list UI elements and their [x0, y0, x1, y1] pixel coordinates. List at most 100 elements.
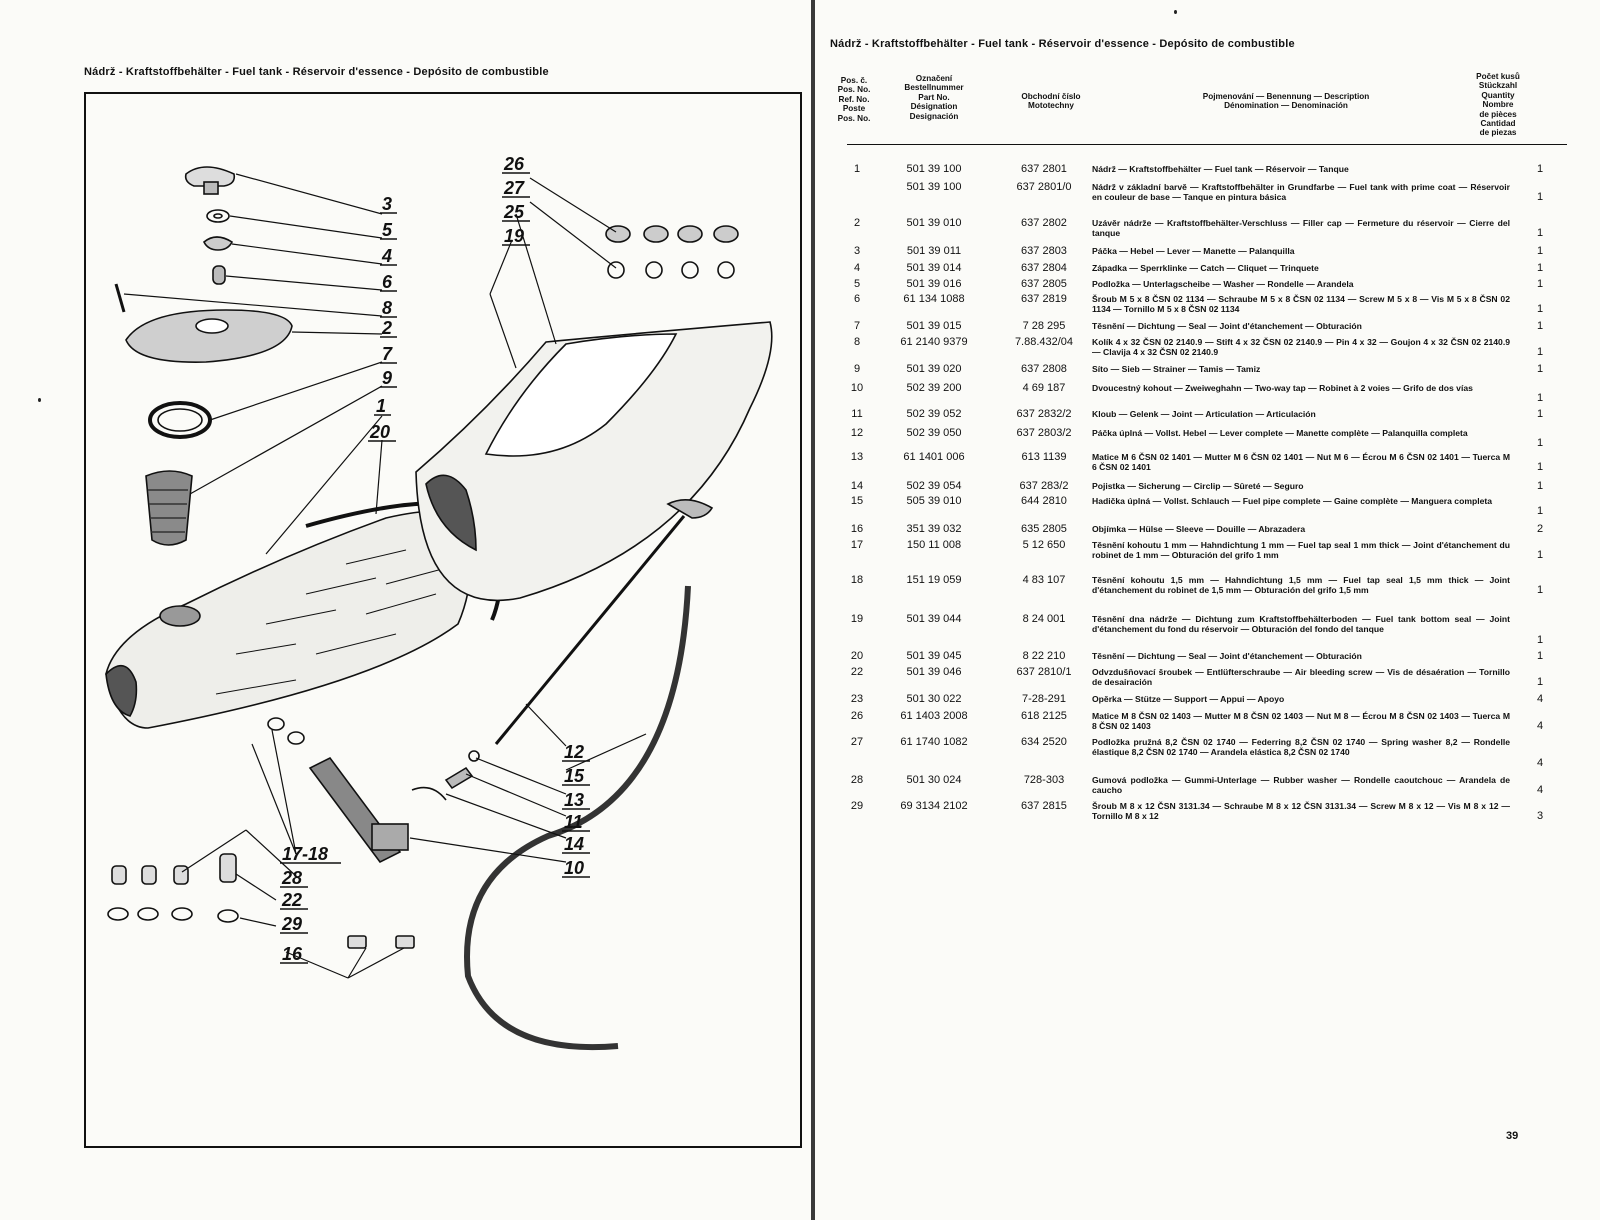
row-trade-no: 637 2803: [1021, 245, 1067, 257]
scan-speck: [1174, 10, 1177, 14]
row-trade-no: 4 69 187: [1022, 382, 1066, 394]
row-description: Odvzdušňovací šroubek — Entlüfterschraub…: [1092, 667, 1510, 688]
page-number: 39: [1506, 1130, 1519, 1142]
part-fuel-pipe: [464, 585, 691, 1051]
row-part-no: 61 1403 2008: [900, 710, 968, 722]
callout-22: 22: [281, 890, 302, 910]
part-tank-bottom: [415, 321, 773, 602]
row-quantity: 1: [1536, 363, 1544, 375]
row-description: Šroub M 5 x 8 ČSN 02 1134 — Schraube M 5…: [1092, 294, 1510, 315]
part-screws-row: [111, 853, 237, 885]
row-trade-no: 637 2803/2: [1016, 427, 1072, 439]
callout-16: 16: [282, 944, 303, 964]
row-description: Těsnění dna nádrže — Dichtung zum Krafts…: [1092, 614, 1510, 635]
callout-4: 4: [381, 246, 392, 266]
row-quantity: 1: [1536, 191, 1544, 204]
callout-1: 1: [376, 396, 386, 416]
row-part-no: 501 39 100: [906, 181, 962, 193]
row-description: Uzávěr nádrže — Kraftstoffbehälter-Versc…: [1092, 218, 1510, 239]
row-description: Gumová podložka — Gummi-Unterlage — Rubb…: [1092, 775, 1510, 796]
callout-11: 11: [564, 812, 583, 832]
row-part-no: 61 1740 1082: [900, 736, 968, 748]
row-description: Objímka — Hülse — Sleeve — Douille — Abr…: [1092, 524, 1306, 534]
row-pos: 9: [853, 363, 861, 375]
header-part-no: Označení Bestellnummer Part No. Désignat…: [904, 74, 964, 121]
part-pin-8: [114, 283, 126, 313]
part-seal-18: [287, 731, 305, 745]
row-part-no: 151 19 059: [906, 574, 962, 586]
left-page: Nádrž - Kraftstoffbehälter - Fuel tank -…: [84, 66, 802, 1148]
row-part-no: 502 39 200: [906, 382, 962, 394]
row-part-no: 501 39 100: [906, 163, 962, 175]
row-description: Těsnění kohoutu 1,5 mm — Hahndichtung 1,…: [1092, 575, 1510, 596]
row-part-no: 501 30 022: [906, 693, 962, 705]
row-part-no: 501 39 044: [906, 613, 962, 625]
row-quantity: 4: [1536, 693, 1544, 705]
row-pos: 2: [853, 217, 861, 229]
row-description: Páčka — Hebel — Lever — Manette — Palanq…: [1092, 246, 1295, 256]
row-quantity: 1: [1536, 549, 1544, 562]
row-pos: 28: [850, 774, 864, 786]
header-description: Pojmenování — Benennung — Description Dé…: [1202, 92, 1370, 111]
row-part-no: 150 11 008: [906, 539, 962, 551]
row-part-no: 61 134 1088: [903, 293, 965, 305]
part-nuts-row: [605, 225, 739, 243]
row-trade-no: 4 83 107: [1022, 574, 1066, 586]
row-trade-no: 8 22 210: [1022, 650, 1066, 662]
row-quantity: 1: [1536, 480, 1544, 492]
row-pos: 4: [853, 262, 861, 274]
row-quantity: 3: [1536, 810, 1544, 823]
row-part-no: 502 39 050: [906, 427, 962, 439]
row-part-no: 505 39 010: [906, 495, 962, 507]
part-tank-bottom-tunnel: [425, 474, 477, 552]
part-filler-cap: [125, 309, 293, 363]
callout-14: 14: [564, 834, 584, 854]
row-pos: 1: [853, 163, 861, 175]
right-page-title: Nádrž - Kraftstoffbehälter - Fuel tank -…: [830, 38, 1295, 50]
row-description: Podložka pružná 8,2 ČSN 02 1740 — Federr…: [1092, 737, 1510, 758]
row-description: Západka — Sperrklinke — Catch — Cliquet …: [1092, 263, 1319, 273]
row-quantity: 4: [1536, 756, 1544, 769]
part-screw-6: [212, 265, 226, 285]
left-page-title: Nádrž - Kraftstoffbehälter - Fuel tank -…: [84, 66, 549, 78]
callout-13: 13: [564, 790, 584, 810]
callout-20: 20: [369, 422, 390, 442]
row-pos: 13: [850, 451, 864, 463]
row-quantity: 1: [1536, 505, 1544, 518]
callout-28: 28: [281, 868, 302, 888]
part-tank-shading: [215, 549, 447, 695]
leader-lines: [123, 173, 647, 979]
part-seal-ring-inner: [157, 408, 203, 432]
row-description: Těsnění — Dichtung — Seal — Joint d'étan…: [1092, 651, 1362, 661]
callout-8: 8: [382, 298, 392, 318]
row-quantity: 4: [1536, 720, 1544, 733]
row-quantity: 4: [1536, 784, 1544, 797]
row-trade-no: 637 2832/2: [1016, 408, 1072, 420]
row-quantity: 1: [1536, 227, 1544, 240]
row-description: Matice M 8 ČSN 02 1403 — Mutter M 8 ČSN …: [1092, 711, 1510, 732]
row-pos: 12: [850, 427, 864, 439]
row-trade-no: 613 1139: [1021, 451, 1067, 463]
row-pos: 5: [853, 278, 861, 290]
callout-15: 15: [564, 766, 585, 786]
row-pos: 19: [850, 613, 864, 625]
row-part-no: 502 39 054: [906, 480, 962, 492]
row-pos: 11: [851, 408, 863, 420]
row-quantity: 1: [1536, 633, 1544, 646]
part-sleeves-16: [347, 935, 415, 949]
part-lever-stem: [203, 181, 219, 195]
callout-12: 12: [564, 742, 584, 762]
row-quantity: 1: [1536, 392, 1544, 405]
part-circlip-14: [411, 786, 447, 801]
row-description: Páčka úplná — Vollst. Hebel — Lever comp…: [1092, 428, 1468, 438]
row-pos: 10: [850, 382, 864, 394]
row-description: Opěrka — Stütze — Support — Appui — Apoy…: [1092, 694, 1285, 704]
row-description: Matice M 6 ČSN 02 1401 — Mutter M 6 ČSN …: [1092, 452, 1510, 473]
row-description: Těsnění — Dichtung — Seal — Joint d'étan…: [1092, 321, 1362, 331]
row-description: Pojistka — Sicherung — Circlip — Sûreté …: [1092, 481, 1304, 491]
row-trade-no: 637 2804: [1021, 262, 1067, 274]
row-pos: 3: [853, 245, 861, 257]
row-trade-no: 637 2801: [1021, 163, 1067, 175]
callout-25: 25: [503, 202, 525, 222]
row-description: Kolík 4 x 32 ČSN 02 2140.9 — Stift 4 x 3…: [1092, 337, 1510, 358]
